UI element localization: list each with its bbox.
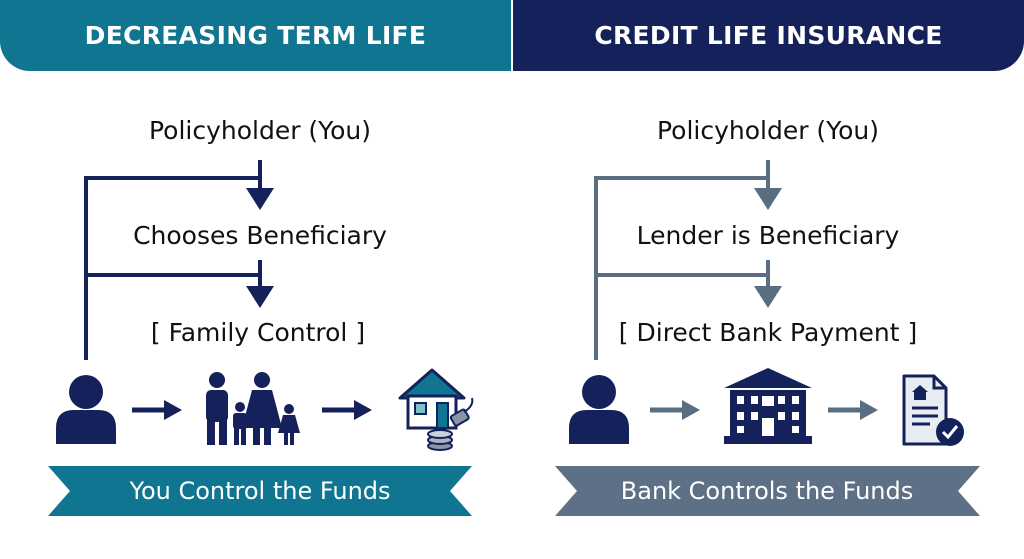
right-connector-lines bbox=[594, 160, 770, 360]
person-icon bbox=[56, 375, 116, 444]
document-check-icon bbox=[902, 374, 964, 446]
arrow-down-icon bbox=[754, 286, 782, 308]
arrow-right-icon bbox=[828, 400, 878, 420]
banner-right bbox=[555, 466, 980, 516]
left-step-beneficiary: Chooses Beneficiary bbox=[133, 221, 387, 250]
arrow-right-icon bbox=[322, 400, 372, 420]
right-step-beneficiary: Lender is Beneficiary bbox=[636, 221, 900, 250]
header-credit-life-insurance: CREDIT LIFE INSURANCE bbox=[513, 0, 1024, 71]
right-banner-text: Bank Controls the Funds bbox=[620, 477, 914, 505]
header-title: DECREASING TERM LIFE bbox=[84, 21, 427, 50]
left-connector-lines bbox=[84, 160, 262, 360]
house-icon bbox=[398, 368, 474, 451]
banner-left bbox=[48, 466, 472, 516]
person-icon bbox=[569, 375, 629, 444]
right-step-policyholder: Policyholder (You) bbox=[656, 116, 880, 145]
left-step-control: [ Family Control ] bbox=[150, 318, 366, 347]
right-step-payment: [ Direct Bank Payment ] bbox=[618, 318, 918, 347]
arrow-down-icon bbox=[246, 188, 274, 210]
arrow-right-icon bbox=[650, 400, 700, 420]
left-step-policyholder: Policyholder (You) bbox=[148, 116, 372, 145]
left-banner-text: You Control the Funds bbox=[129, 477, 391, 505]
bank-icon bbox=[724, 368, 812, 444]
arrow-right-icon bbox=[132, 400, 182, 420]
header-decreasing-term-life: DECREASING TERM LIFE bbox=[0, 0, 511, 71]
arrow-down-icon bbox=[246, 286, 274, 308]
header-title: CREDIT LIFE INSURANCE bbox=[594, 21, 943, 50]
family-icon bbox=[206, 372, 300, 445]
arrow-down-icon bbox=[754, 188, 782, 210]
